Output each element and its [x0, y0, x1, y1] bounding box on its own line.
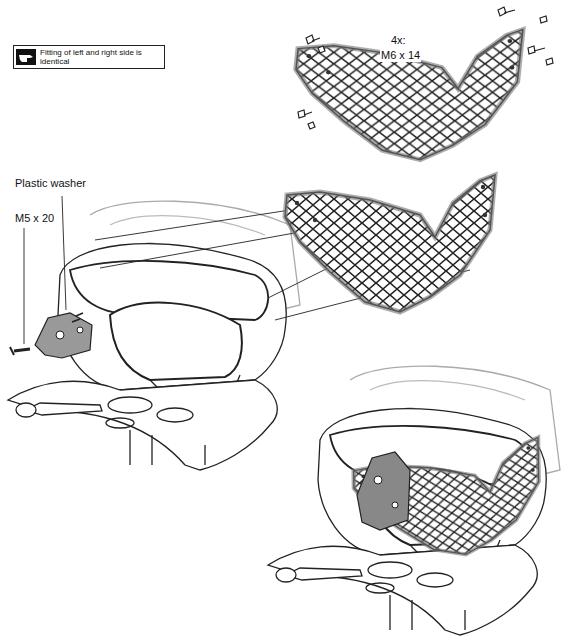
motorcycle-front-assembled	[268, 366, 560, 635]
m6-screws	[298, 7, 553, 129]
bracket	[35, 313, 92, 358]
note-text: Fitting of left and right side is identi…	[40, 48, 161, 66]
note-box: Fitting of left and right side is identi…	[13, 45, 165, 69]
headlight-grille-fitted	[350, 437, 551, 564]
part-label: M5 x 20	[14, 212, 55, 225]
headlight-grille-top	[296, 30, 523, 160]
part-label: Plastic washer	[14, 177, 87, 190]
bracket-fitted	[357, 452, 410, 530]
leader-line	[62, 196, 66, 310]
part-label: M6 x 14	[380, 49, 421, 62]
headlight-grille	[285, 175, 495, 312]
part-label: 4x:	[390, 34, 407, 47]
motorcycle-front	[8, 201, 300, 470]
hand-icon	[16, 49, 36, 65]
leader-line	[24, 228, 25, 344]
